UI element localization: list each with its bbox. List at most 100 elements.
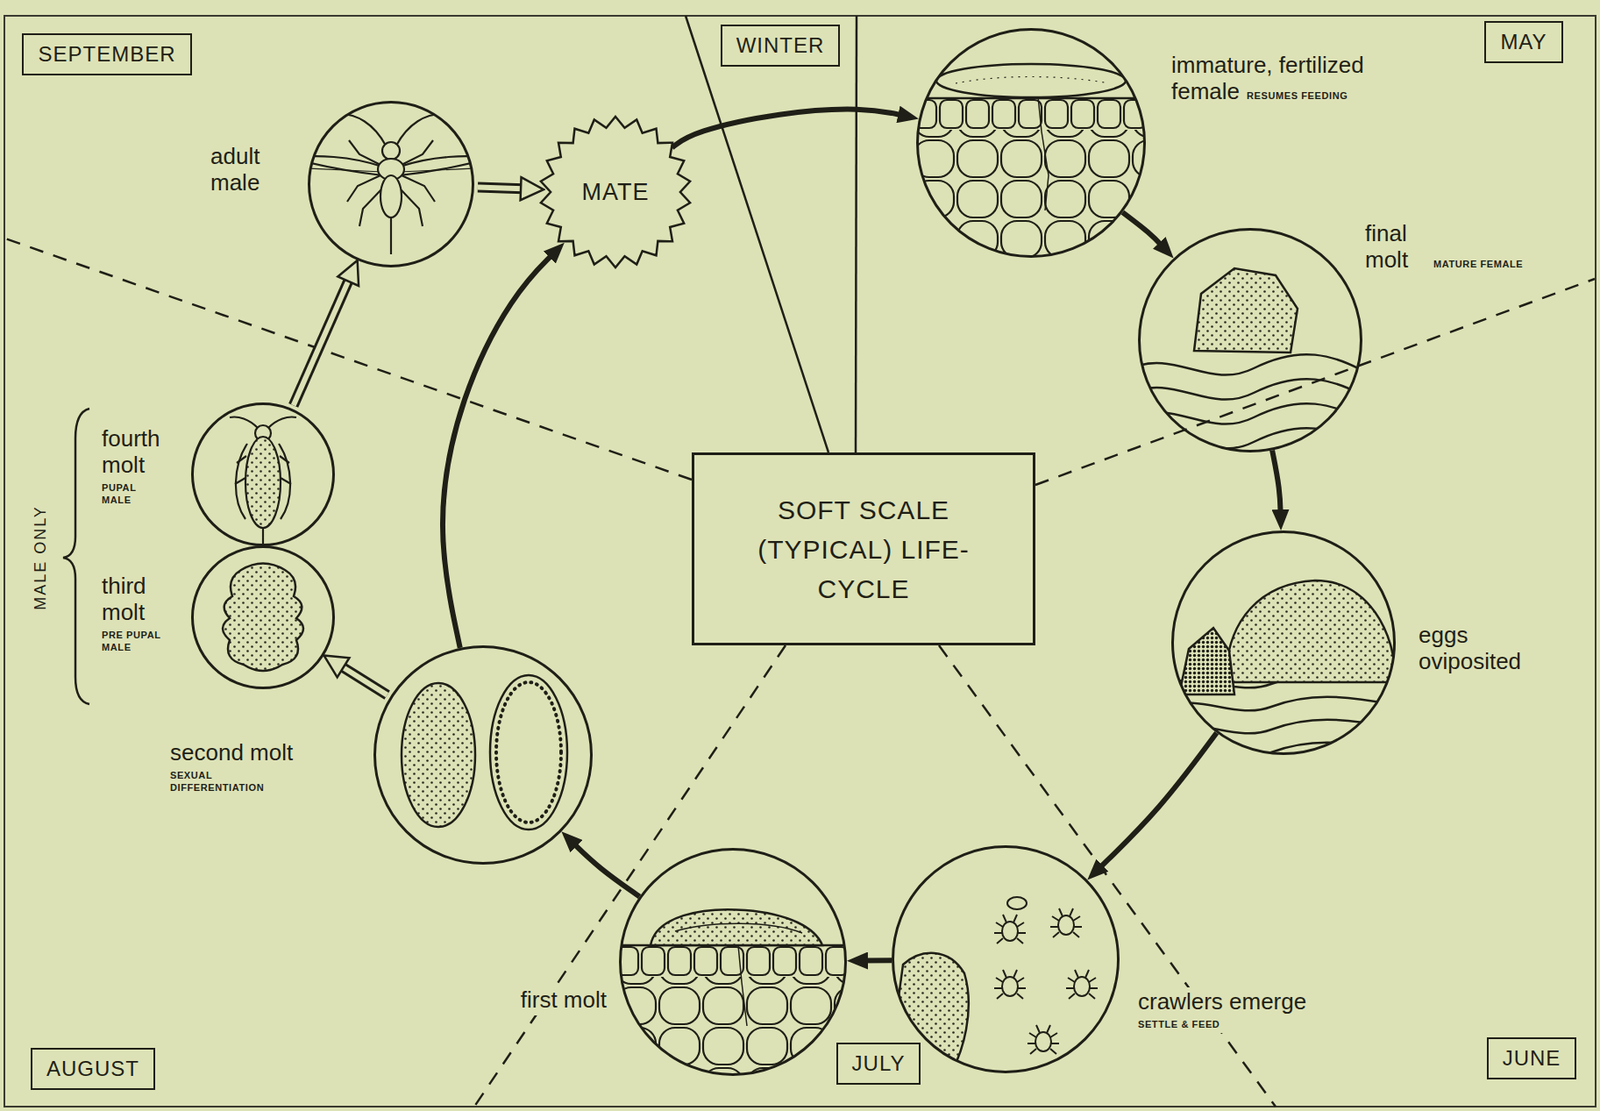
season-dividers <box>855 15 857 453</box>
stage-label: first molt <box>487 985 611 1016</box>
male-path-arrow <box>477 186 523 189</box>
stage-label: immature, fertilized femaleRESUMES FEEDI… <box>1167 50 1430 107</box>
connector-group <box>477 186 523 189</box>
stage-name: crawlers emerge <box>1137 988 1349 1016</box>
mate-starburst: MATE <box>538 114 693 270</box>
node-outline <box>1137 227 1363 453</box>
node-outline <box>373 645 593 865</box>
first-molt-illustration <box>613 976 860 1111</box>
crawlers-illustration <box>1066 969 1098 999</box>
connector-outline <box>477 186 523 189</box>
crawlers-illustration <box>1027 1024 1060 1054</box>
connector-group <box>1272 450 1281 518</box>
pupa-illustration <box>234 455 292 544</box>
mate-label: MATE <box>582 178 650 207</box>
stage-circle-outline <box>375 647 592 864</box>
leaf-scale-illustration <box>911 98 1158 130</box>
stage-name: first molt <box>490 987 607 1014</box>
mature-female-illustration <box>1130 354 1377 379</box>
connector-group <box>571 841 640 897</box>
stage-circle: crawlers emergeSETTLE & FEED <box>891 845 1120 1074</box>
pupa-illustration <box>229 417 297 545</box>
eggs-illustration <box>1179 627 1235 695</box>
cycle-arrow <box>442 252 555 648</box>
month-box: JUNE <box>1486 1037 1578 1080</box>
node-outline <box>307 100 475 268</box>
male-path-arrow <box>293 279 349 406</box>
second-molt-illustration <box>496 682 562 823</box>
second-molt-illustration <box>490 675 568 830</box>
eggs-illustration <box>1166 580 1403 756</box>
leaf-scale-illustration <box>936 64 1126 98</box>
node-outline <box>1171 530 1396 755</box>
stage-circle-outline <box>192 404 335 546</box>
stage-label: fourth moltPUPAL MALE <box>98 424 185 508</box>
adult-male-illustration <box>390 217 392 255</box>
male-path-arrow <box>341 666 388 695</box>
eggs-illustration <box>1166 719 1403 734</box>
stage-circle: fourth moltPUPAL MALE <box>191 402 335 547</box>
stage-circle: adult male <box>307 100 475 268</box>
adult-male-illustration <box>380 175 402 218</box>
stage-circle-outline <box>620 849 847 1075</box>
stage-circle: eggs oviposited <box>1171 530 1396 755</box>
connector-group <box>293 279 349 406</box>
stage-name: adult male <box>210 143 286 197</box>
month-box: SEPTEMBER <box>21 33 192 76</box>
season-dividers <box>5 238 692 480</box>
stage-circle-outline <box>309 102 474 267</box>
frame <box>4 15 1596 1107</box>
first-molt-illustration <box>675 923 803 933</box>
connector-outline <box>341 666 388 695</box>
connector-group <box>1097 732 1217 870</box>
first-molt-illustration <box>613 945 860 977</box>
starburst <box>540 116 690 268</box>
leaf-scale-illustration <box>911 98 1158 279</box>
cycle-arrow <box>571 841 640 897</box>
adult-male-illustration <box>340 113 442 146</box>
month-label: JULY <box>852 1051 906 1076</box>
node-outline <box>891 845 1120 1074</box>
connector-outline <box>293 279 349 406</box>
connector-group <box>860 960 892 961</box>
stage-label: adult male <box>206 142 290 199</box>
crawlers-illustration <box>1007 896 1027 910</box>
leaf-scale-illustration <box>1038 96 1049 211</box>
season-dividers <box>5 15 1595 1107</box>
stage-note: SEXUAL DIFFERENTIATION <box>170 769 280 795</box>
month-label: SEPTEMBER <box>37 42 176 67</box>
season-dividers <box>938 645 1276 1107</box>
cycle-arrow <box>860 957 892 963</box>
node-outline <box>191 402 335 547</box>
cycle-arrow <box>1097 732 1217 870</box>
mature-female-illustration <box>1194 268 1298 353</box>
mature-female-illustration <box>1130 268 1377 453</box>
month-box: JULY <box>836 1042 922 1085</box>
second-molt-illustration <box>401 675 568 830</box>
leaf-scale-illustration <box>911 64 1158 279</box>
node-outline <box>916 28 1146 258</box>
pupa-illustration <box>245 436 281 528</box>
month-label: JUNE <box>1502 1045 1562 1071</box>
male-only-bracket <box>63 408 90 704</box>
stage-name: fourth molt <box>101 426 181 479</box>
stage-note: MATURE FEMALE <box>1433 258 1523 270</box>
stage-name: third molt <box>101 573 181 626</box>
stage-circle: second moltSEXUAL DIFFERENTIATION <box>373 645 593 865</box>
first-molt-illustration <box>738 945 747 1026</box>
stage-label: crawlers emergeSETTLE & FEED <box>1134 987 1352 1033</box>
crawlers-illustration <box>994 914 1026 944</box>
stage-note: PRE PUPAL MALE <box>101 629 171 655</box>
diagram-title: SOFT SCALE (TYPICAL) LIFE-CYCLE <box>753 490 974 609</box>
stage-note: RESUMES FEEDING <box>1246 90 1348 101</box>
stage-label: second moltSEXUAL DIFFERENTIATION <box>166 738 358 796</box>
month-box: AUGUST <box>30 1047 156 1090</box>
adult-male-illustration <box>382 142 400 160</box>
prepupa-illustration <box>222 563 304 672</box>
stage-label: third moltPRE PUPAL MALE <box>98 571 185 655</box>
node-outline <box>618 847 847 1076</box>
mature-female-illustration <box>1130 354 1377 453</box>
eggs-illustration <box>1225 580 1396 683</box>
prepupa-illustration <box>222 563 304 672</box>
